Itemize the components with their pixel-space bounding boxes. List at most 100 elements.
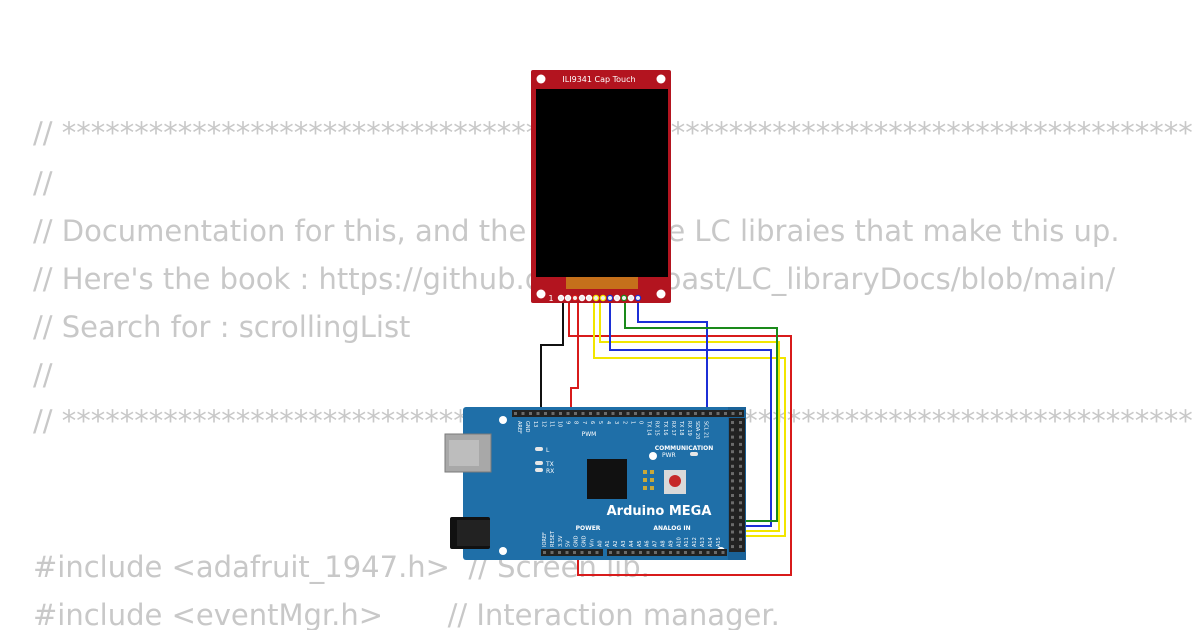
header-pin[interactable] xyxy=(731,545,734,549)
header-pin[interactable] xyxy=(739,486,742,490)
header-pin[interactable] xyxy=(661,551,665,554)
header-pin[interactable] xyxy=(634,412,637,415)
header-pin[interactable] xyxy=(731,537,734,541)
header-pin[interactable] xyxy=(739,494,742,497)
tft-display-module[interactable]: ILI9341 Cap Touch 1 xyxy=(531,70,671,303)
display-pin[interactable] xyxy=(564,294,572,302)
header-pin[interactable] xyxy=(604,412,607,415)
header-pin[interactable] xyxy=(739,530,742,534)
header-pin[interactable] xyxy=(731,435,734,439)
header-pin[interactable] xyxy=(739,515,742,519)
header-pin[interactable] xyxy=(619,412,622,415)
wire-black[interactable] xyxy=(540,300,564,412)
header-pin[interactable] xyxy=(731,494,734,497)
display-pin[interactable] xyxy=(606,294,614,302)
header-pin[interactable] xyxy=(731,472,734,476)
header-pin[interactable] xyxy=(550,551,554,554)
header-pin[interactable] xyxy=(565,551,569,554)
header-pin[interactable] xyxy=(739,523,742,527)
header-pin[interactable] xyxy=(671,412,675,415)
header-pin[interactable] xyxy=(739,501,742,505)
header-pin[interactable] xyxy=(626,412,630,415)
display-pin[interactable] xyxy=(620,294,628,302)
header-pin[interactable] xyxy=(664,412,667,415)
header-pin[interactable] xyxy=(731,464,734,468)
header-pin[interactable] xyxy=(731,442,734,446)
header-pin[interactable] xyxy=(731,479,734,483)
header-pin[interactable] xyxy=(596,412,600,415)
header-pin[interactable] xyxy=(639,551,642,554)
header-pin[interactable] xyxy=(589,412,592,415)
wire-yellow-1[interactable] xyxy=(593,300,786,537)
header-pin[interactable] xyxy=(595,551,599,554)
header-pin[interactable] xyxy=(691,551,695,554)
header-pin[interactable] xyxy=(529,412,532,415)
display-pin[interactable] xyxy=(578,294,586,302)
header-pin[interactable] xyxy=(686,412,690,415)
header-pin[interactable] xyxy=(699,551,702,554)
header-pin[interactable] xyxy=(616,551,620,554)
header-pin[interactable] xyxy=(706,551,710,554)
reset-button[interactable] xyxy=(669,475,681,487)
header-pin[interactable] xyxy=(656,412,660,415)
header-pin[interactable] xyxy=(739,450,742,454)
header-pin[interactable] xyxy=(684,551,687,554)
header-pin[interactable] xyxy=(739,435,742,439)
header-pin[interactable] xyxy=(631,551,635,554)
header-pin[interactable] xyxy=(544,412,547,415)
header-pin[interactable] xyxy=(566,412,570,415)
header-pin[interactable] xyxy=(559,412,562,415)
header-pin[interactable] xyxy=(739,479,742,483)
header-pin[interactable] xyxy=(558,551,561,554)
header-pin[interactable] xyxy=(716,412,720,415)
display-pin[interactable] xyxy=(634,294,642,302)
header-pin[interactable] xyxy=(739,421,742,424)
display-pin[interactable] xyxy=(592,294,600,302)
header-pin[interactable] xyxy=(731,515,734,519)
header-pin[interactable] xyxy=(739,464,742,468)
header-pin[interactable] xyxy=(731,486,734,490)
header-pin[interactable] xyxy=(609,551,612,554)
header-pin[interactable] xyxy=(731,450,734,454)
header-pin[interactable] xyxy=(739,472,742,476)
header-pin[interactable] xyxy=(514,412,517,415)
header-pin[interactable] xyxy=(731,508,734,512)
header-pin[interactable] xyxy=(731,501,734,505)
wire-blue-1[interactable] xyxy=(609,300,772,527)
header-pin[interactable] xyxy=(581,412,585,415)
display-pin[interactable] xyxy=(613,294,621,302)
header-pin[interactable] xyxy=(739,508,742,512)
header-pin[interactable] xyxy=(739,545,742,549)
header-pin[interactable] xyxy=(588,551,591,554)
header-pin[interactable] xyxy=(739,428,742,432)
header-pin[interactable] xyxy=(580,551,584,554)
header-pin[interactable] xyxy=(646,551,650,554)
display-pin[interactable] xyxy=(585,294,593,302)
header-pin[interactable] xyxy=(731,530,734,534)
header-pin[interactable] xyxy=(669,551,672,554)
header-pin[interactable] xyxy=(724,412,727,415)
display-pin[interactable] xyxy=(627,294,635,302)
header-pin[interactable] xyxy=(731,428,734,432)
header-pin[interactable] xyxy=(521,412,525,415)
header-pin[interactable] xyxy=(714,551,717,554)
header-pin[interactable] xyxy=(573,551,576,554)
header-pin[interactable] xyxy=(739,442,742,446)
header-pin[interactable] xyxy=(731,523,734,527)
header-pin[interactable] xyxy=(694,412,697,415)
header-pin[interactable] xyxy=(649,412,652,415)
wire-blue-2[interactable] xyxy=(637,300,708,412)
wire-yellow-2[interactable] xyxy=(599,300,780,532)
header-pin[interactable] xyxy=(731,412,735,415)
header-pin[interactable] xyxy=(701,412,705,415)
header-pin[interactable] xyxy=(676,551,680,554)
header-pin[interactable] xyxy=(624,551,627,554)
header-pin[interactable] xyxy=(731,457,734,461)
header-pin[interactable] xyxy=(679,412,682,415)
header-pin[interactable] xyxy=(721,551,725,554)
header-pin[interactable] xyxy=(574,412,577,415)
header-pin[interactable] xyxy=(611,412,615,415)
display-pin[interactable] xyxy=(599,294,607,302)
header-pin[interactable] xyxy=(641,412,645,415)
header-pin[interactable] xyxy=(654,551,657,554)
